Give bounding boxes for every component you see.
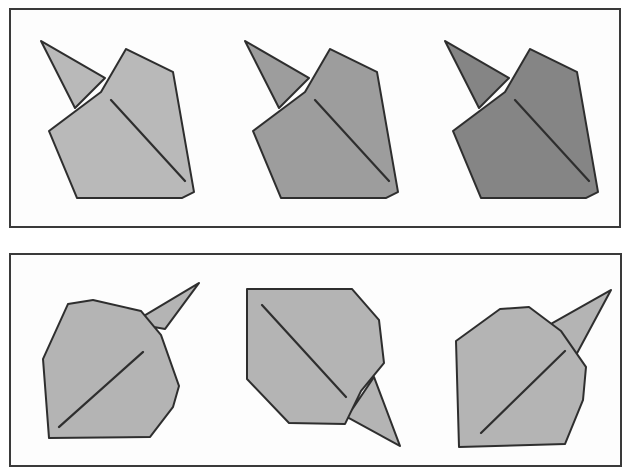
top-figure-1 bbox=[37, 36, 207, 211]
bottom-panel bbox=[9, 253, 622, 467]
bottom-figure-2 bbox=[243, 287, 413, 457]
top-figure-2 bbox=[241, 36, 411, 211]
top-figure-3 bbox=[441, 36, 611, 211]
bottom-figure-1 bbox=[37, 279, 212, 454]
top-panel bbox=[9, 8, 621, 228]
bottom-figure-3 bbox=[453, 287, 623, 457]
